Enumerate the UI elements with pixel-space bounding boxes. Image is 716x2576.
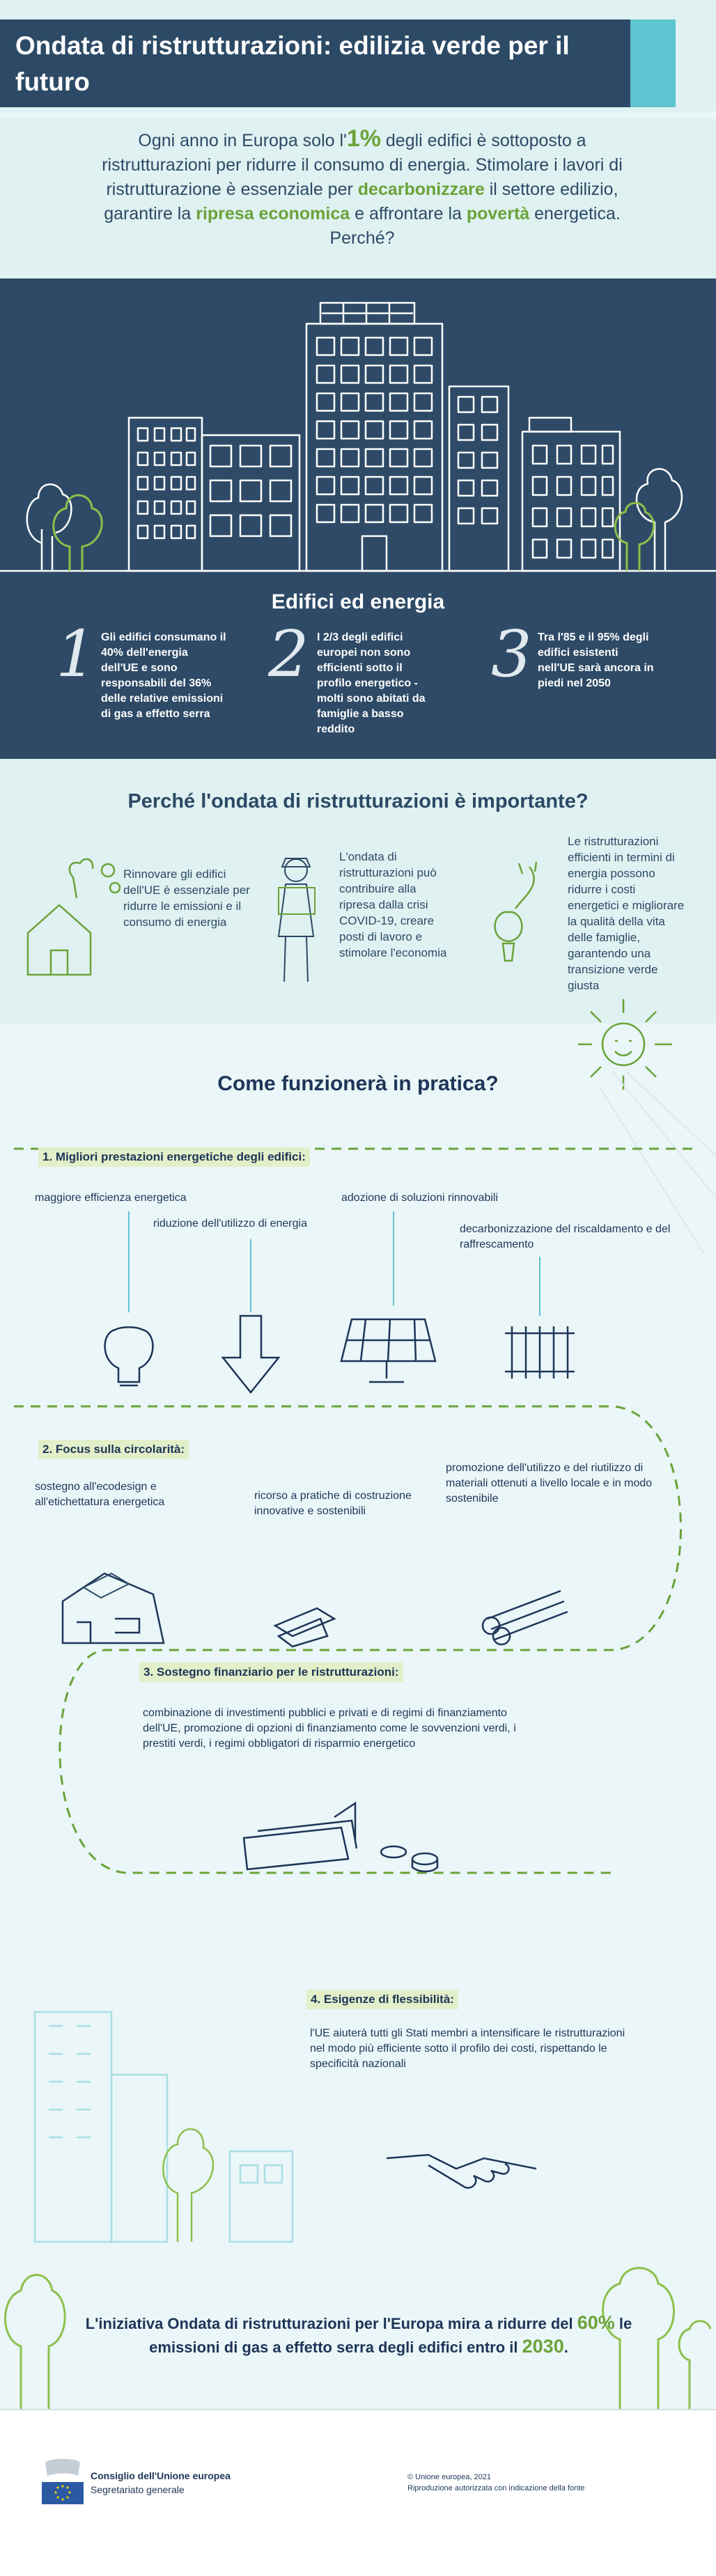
energy-number-3: 3 <box>491 617 532 691</box>
conclusion-text-1: L'iniziativa Ondata di ristrutturazioni … <box>85 2315 577 2332</box>
intro-paragraph: Ogni anno in Europa solo l'1% degli edif… <box>98 127 627 251</box>
worker-icon <box>277 858 316 982</box>
intro-percent: 1% <box>346 125 381 152</box>
house-plant-icon <box>26 858 121 976</box>
energy-fact-2: I 2/3 degli edifici europei non sono eff… <box>317 631 426 735</box>
intro-highlight-decarbonize: decarbonizzare <box>357 180 485 199</box>
title-bar <box>0 19 630 107</box>
bottom-trees-illustration <box>4 2267 712 2409</box>
footer-background <box>0 2409 716 2576</box>
footer-divider <box>0 2409 716 2410</box>
conclusion-text-2: le emissioni di gas a effetto serra degl… <box>149 2315 632 2356</box>
intro-text-5: energetica. Perché? <box>329 204 621 248</box>
title-accent <box>630 19 676 107</box>
footer-copyright: © Unione europea, 2021 <box>407 2473 492 2481</box>
sun-rays-illustration <box>599 1072 716 1253</box>
why-section-title: Perché l'ondata di ristrutturazioni è im… <box>127 790 589 812</box>
intro-text-1: Ogni anno in Europa solo l' <box>138 131 347 150</box>
conclusion-percent: 60% <box>577 2312 615 2333</box>
energy-fact-3: Tra l'85 e il 95% degli edifici esistent… <box>538 631 654 689</box>
intro-text-2: degli edifici è sottoposto a ristruttura… <box>102 131 623 199</box>
section-2-icons <box>61 1572 568 1648</box>
footer-council: Consiglio dell'Unione europea <box>91 2470 231 2481</box>
energy-number-2: 2 <box>268 617 309 691</box>
footer-reproduction-notice: Riproduzione autorizzata con indicazione… <box>407 2484 585 2492</box>
how-section-title: Come funzionerà in pratica? <box>217 1072 499 1095</box>
how-section-4-heading: 4. Esigenze di flessibilità: <box>306 1990 458 2009</box>
how-s1-item-reduction: riduzione dell'utilizzo di energia <box>153 1218 307 1230</box>
money-icon <box>242 1801 439 1873</box>
how-s2-item-materials: promozione dell'utilizzo e del riutilizz… <box>446 1462 653 1505</box>
how-s2-item-construction: ricorso a pratiche di costruzione innova… <box>254 1490 412 1517</box>
background-buildings-illustration <box>33 2011 294 2243</box>
energy-fact-1: Gli edifici consumano il 40% dell'energi… <box>101 631 226 720</box>
page-title: Ondata di ristrutturazioni: edilizia ver… <box>15 31 570 96</box>
how-section-1-heading: 1. Migliori prestazioni energetiche degl… <box>38 1147 310 1167</box>
why-text-3: Le ristrutturazioni efficienti in termin… <box>568 835 685 992</box>
intro-highlight-poverty: povertà <box>466 204 530 223</box>
how-section-background <box>0 1023 716 2409</box>
footer-secretariat: Segretariato generale <box>91 2484 185 2495</box>
intro-text-3: il settore edilizio, garantire la <box>104 180 618 223</box>
how-s2-item-ecodesign: sostegno all'ecodesign e all'etichettatu… <box>35 1481 165 1508</box>
why-text-2: L'ondata di ristrutturazioni può contrib… <box>339 850 447 959</box>
sun-icon <box>578 999 672 1090</box>
intro-text-4: e affrontare la <box>350 204 467 223</box>
city-skyline-illustration <box>0 301 716 572</box>
how-section-2-heading: 2. Focus sulla circolarità: <box>38 1440 189 1459</box>
how-s1-item-efficiency: maggiore efficienza energetica <box>35 1192 187 1204</box>
conclusion-text-3: . <box>563 2339 568 2356</box>
conclusion-text: L'iniziativa Ondata di ristrutturazioni … <box>84 2311 634 2359</box>
section-1-icons <box>104 1211 575 1395</box>
handshake-icon <box>386 2153 537 2189</box>
intro-background <box>0 118 716 278</box>
plug-bulb-icon <box>494 861 538 962</box>
dashed-path <box>14 1147 696 1874</box>
why-text-1: Rinnovare gli edifici dell'UE è essenzia… <box>123 867 250 929</box>
how-s4-item-flexibility: l'UE aiuterà tutti gli Stati membri a in… <box>310 2027 625 2070</box>
intro-highlight-recovery: ripresa economica <box>196 204 350 223</box>
how-s3-item-financing: combinazione di investimenti pubblici e … <box>143 1707 516 1750</box>
how-s1-item-decarbonization: decarbonizzazione del riscaldamento e de… <box>460 1223 671 1250</box>
energy-section-title: Edifici ed energia <box>271 590 445 613</box>
how-s1-item-renewables: adozione di soluzioni rinnovabili <box>341 1192 499 1204</box>
conclusion-year: 2030 <box>522 2336 564 2357</box>
how-section-3-heading: 3. Sostegno finanziario per le ristruttu… <box>139 1663 403 1682</box>
energy-number-1: 1 <box>56 617 97 691</box>
building-1-windows <box>137 427 196 540</box>
eu-council-logo <box>42 2458 84 2504</box>
